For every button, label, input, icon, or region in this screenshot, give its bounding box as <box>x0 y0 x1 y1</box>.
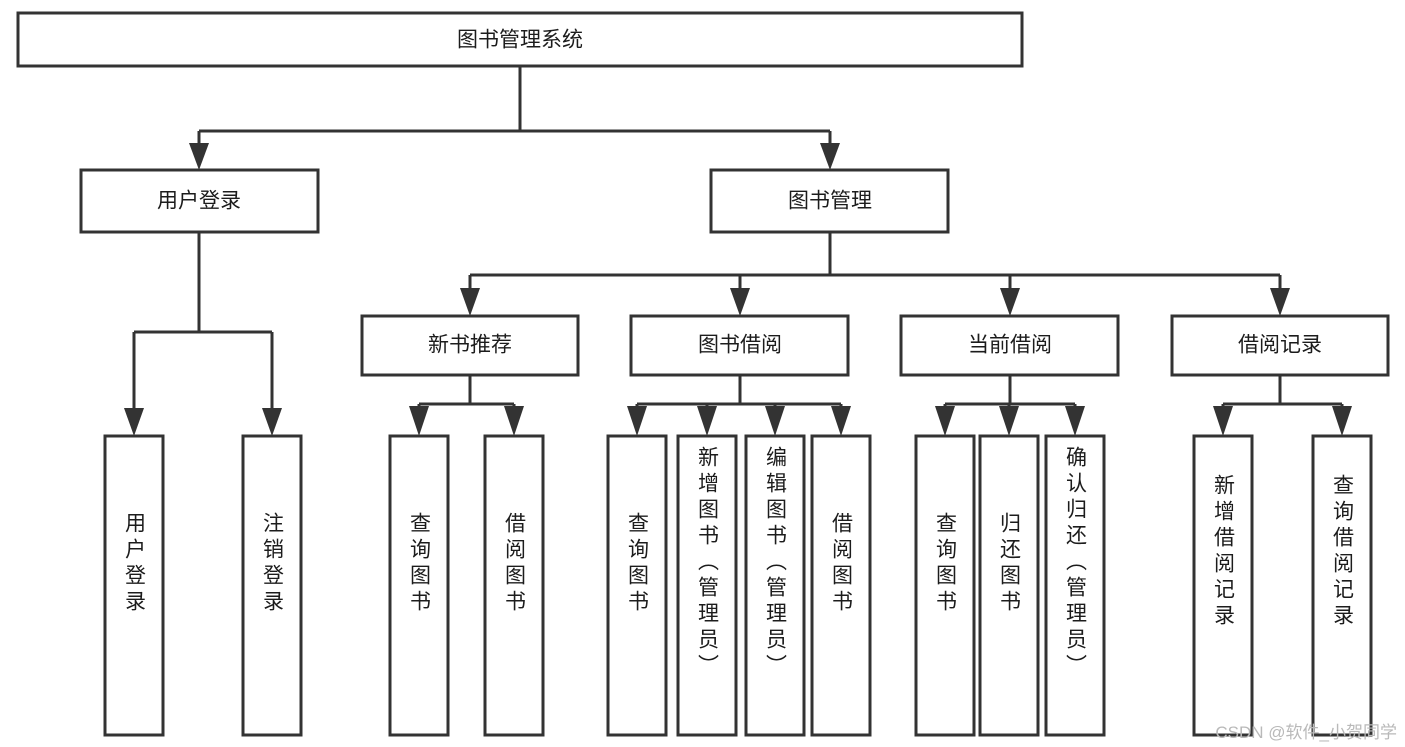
arrow-head-current <box>1000 288 1020 316</box>
node-leaf5[interactable]: 查询图书 <box>606 434 668 737</box>
node-leaf9-box[interactable] <box>914 434 976 737</box>
arrow-head-leaf9 <box>935 406 955 436</box>
arrow-head-leaf2 <box>262 408 282 436</box>
csdn-watermark: CSDN @软件_小贺同学 <box>1215 723 1397 742</box>
node-leaf3-label: 查询图书 <box>408 512 432 616</box>
node-leaf4[interactable]: 借阅图书 <box>483 434 545 737</box>
node-leaf9[interactable]: 查询图书 <box>914 434 976 737</box>
node-root-box[interactable] <box>16 11 1024 68</box>
node-leaf8-box[interactable] <box>810 434 872 737</box>
node-leaf1-label: 用户登录 <box>123 512 147 616</box>
node-leaf8[interactable]: 借阅图书 <box>810 434 872 737</box>
node-leaf4-label: 借阅图书 <box>503 512 527 616</box>
node-login-label: 用户登录 <box>157 190 241 213</box>
node-leaf5-label: 查询图书 <box>626 512 650 616</box>
node-current[interactable]: 当前借阅 <box>899 314 1120 377</box>
connector-group-root-to-level2 <box>189 66 840 170</box>
node-records-label: 借阅记录 <box>1238 334 1322 357</box>
arrow-head-leaf13 <box>1332 406 1352 436</box>
arrow-head-leaf3 <box>409 406 429 436</box>
arrow-head-leaf10 <box>999 406 1019 436</box>
node-newbook-label: 新书推荐 <box>428 334 512 357</box>
node-leaf7-box[interactable] <box>744 434 806 737</box>
node-borrow[interactable]: 图书借阅 <box>629 314 850 377</box>
node-leaf12-box[interactable] <box>1192 434 1254 737</box>
node-login[interactable]: 用户登录 <box>79 168 320 234</box>
node-leaf4-box[interactable] <box>483 434 545 737</box>
node-leaf11[interactable]: 确认归还（管理员） <box>1044 434 1106 737</box>
node-leaf11-label: 确认归还（管理员） <box>1064 446 1088 680</box>
arrow-head-borrow <box>730 288 750 316</box>
node-root-label: 图书管理系统 <box>457 29 583 52</box>
node-borrow-label: 图书借阅 <box>698 334 782 357</box>
node-leaf13-box[interactable] <box>1311 434 1373 737</box>
arrow-head-login <box>189 143 209 170</box>
node-leaf1-box[interactable] <box>103 434 165 737</box>
arrow-head-leaf12 <box>1213 406 1233 436</box>
connector-group-newbook-to-leaves <box>409 375 524 436</box>
arrow-head-leaf5 <box>627 406 647 436</box>
node-leaf7-label: 编辑图书（管理员） <box>764 446 788 680</box>
node-leaf6-box[interactable] <box>676 434 738 737</box>
connector-group-borrow-to-leaves <box>627 375 851 436</box>
node-records[interactable]: 借阅记录 <box>1170 314 1390 377</box>
node-leaf1[interactable]: 用户登录 <box>103 434 165 737</box>
node-leaf10-box[interactable] <box>978 434 1040 737</box>
node-leaf12-label: 新增借阅记录 <box>1212 474 1236 630</box>
arrow-head-records <box>1270 288 1290 316</box>
node-leaf3[interactable]: 查询图书 <box>388 434 450 737</box>
node-current-box[interactable] <box>899 314 1120 377</box>
connector-group-bookmgmt-to-level3 <box>460 232 1290 316</box>
node-leaf13[interactable]: 查询借阅记录 <box>1311 434 1373 737</box>
node-leaf7[interactable]: 编辑图书（管理员） <box>744 434 806 737</box>
node-bookmgmt-box[interactable] <box>709 168 950 234</box>
node-leaf8-label: 借阅图书 <box>830 512 854 616</box>
node-leaf2-label: 注销登录 <box>261 512 285 616</box>
node-leaf2[interactable]: 注销登录 <box>241 434 303 737</box>
node-borrow-box[interactable] <box>629 314 850 377</box>
arrow-head-leaf6 <box>697 406 717 436</box>
node-leaf5-box[interactable] <box>606 434 668 737</box>
connector-group-records-to-leaves <box>1213 375 1352 436</box>
node-newbook[interactable]: 新书推荐 <box>360 314 580 377</box>
node-leaf12[interactable]: 新增借阅记录 <box>1192 434 1254 737</box>
node-newbook-box[interactable] <box>360 314 580 377</box>
arrow-head-leaf8 <box>831 406 851 436</box>
node-records-box[interactable] <box>1170 314 1390 377</box>
node-bookmgmt[interactable]: 图书管理 <box>709 168 950 234</box>
node-leaf10[interactable]: 归还图书 <box>978 434 1040 737</box>
node-leaf10-label: 归还图书 <box>998 512 1022 616</box>
connector-group-login-to-leaves <box>124 232 282 436</box>
arrow-head-bookmgmt <box>820 143 840 170</box>
node-leaf3-box[interactable] <box>388 434 450 737</box>
node-leaf6[interactable]: 新增图书（管理员） <box>676 434 738 737</box>
node-leaf11-box[interactable] <box>1044 434 1106 737</box>
node-leaf2-box[interactable] <box>241 434 303 737</box>
arrow-head-leaf1 <box>124 408 144 436</box>
node-current-label: 当前借阅 <box>968 334 1052 357</box>
arrow-head-leaf4 <box>504 406 524 436</box>
arrow-head-leaf11 <box>1065 406 1085 436</box>
connector-group-current-to-leaves <box>935 375 1085 436</box>
node-login-box[interactable] <box>79 168 320 234</box>
node-leaf6-label: 新增图书（管理员） <box>696 446 720 680</box>
arrow-head-newbook <box>460 288 480 316</box>
node-leaf13-label: 查询借阅记录 <box>1331 474 1355 630</box>
node-root[interactable]: 图书管理系统 <box>16 11 1024 68</box>
node-leaf9-label: 查询图书 <box>934 512 958 616</box>
arrow-head-leaf7 <box>765 406 785 436</box>
node-bookmgmt-label: 图书管理 <box>788 190 872 213</box>
